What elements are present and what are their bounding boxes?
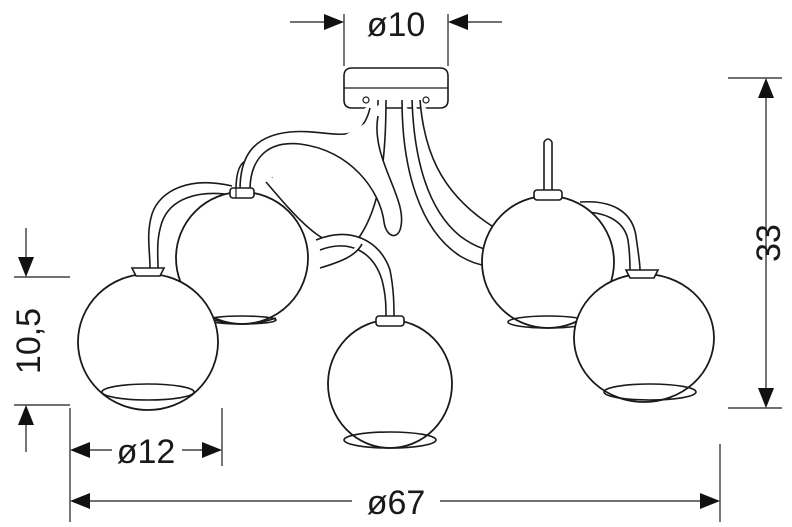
height-dimension: 33: [728, 77, 788, 409]
arrow-up-icon: [758, 78, 774, 98]
ceiling-canopy: [343, 67, 449, 109]
arrow-down-icon: [18, 257, 34, 277]
overall-diameter-dimension: ø67: [69, 444, 721, 522]
arrow-up-icon: [18, 405, 34, 425]
arrow-right-icon: [324, 14, 344, 30]
shade-diameter-dimension: ø12: [69, 408, 223, 471]
shade-height-label: 10,5: [10, 308, 48, 374]
shade-diameter-label: ø12: [117, 433, 176, 471]
arrow-left-icon: [70, 442, 90, 458]
shade-left-back: [175, 187, 309, 325]
shade-front-center: [327, 315, 453, 449]
shade-height-dimension: 10,5: [10, 228, 70, 452]
arrow-right-icon: [202, 442, 222, 458]
arrow-right-icon: [700, 493, 720, 509]
arrow-left-icon: [70, 493, 90, 509]
lamp-arms: [147, 99, 641, 319]
shade-far-left: [77, 267, 219, 411]
arrow-down-icon: [758, 388, 774, 408]
overall-height-label: 33: [750, 224, 788, 262]
canopy-dimension: ø10: [290, 6, 502, 66]
arrow-left-icon: [448, 14, 468, 30]
overall-diameter-label: ø67: [367, 484, 426, 522]
canopy-diameter-label: ø10: [367, 6, 426, 44]
shade-far-right: [573, 269, 715, 403]
